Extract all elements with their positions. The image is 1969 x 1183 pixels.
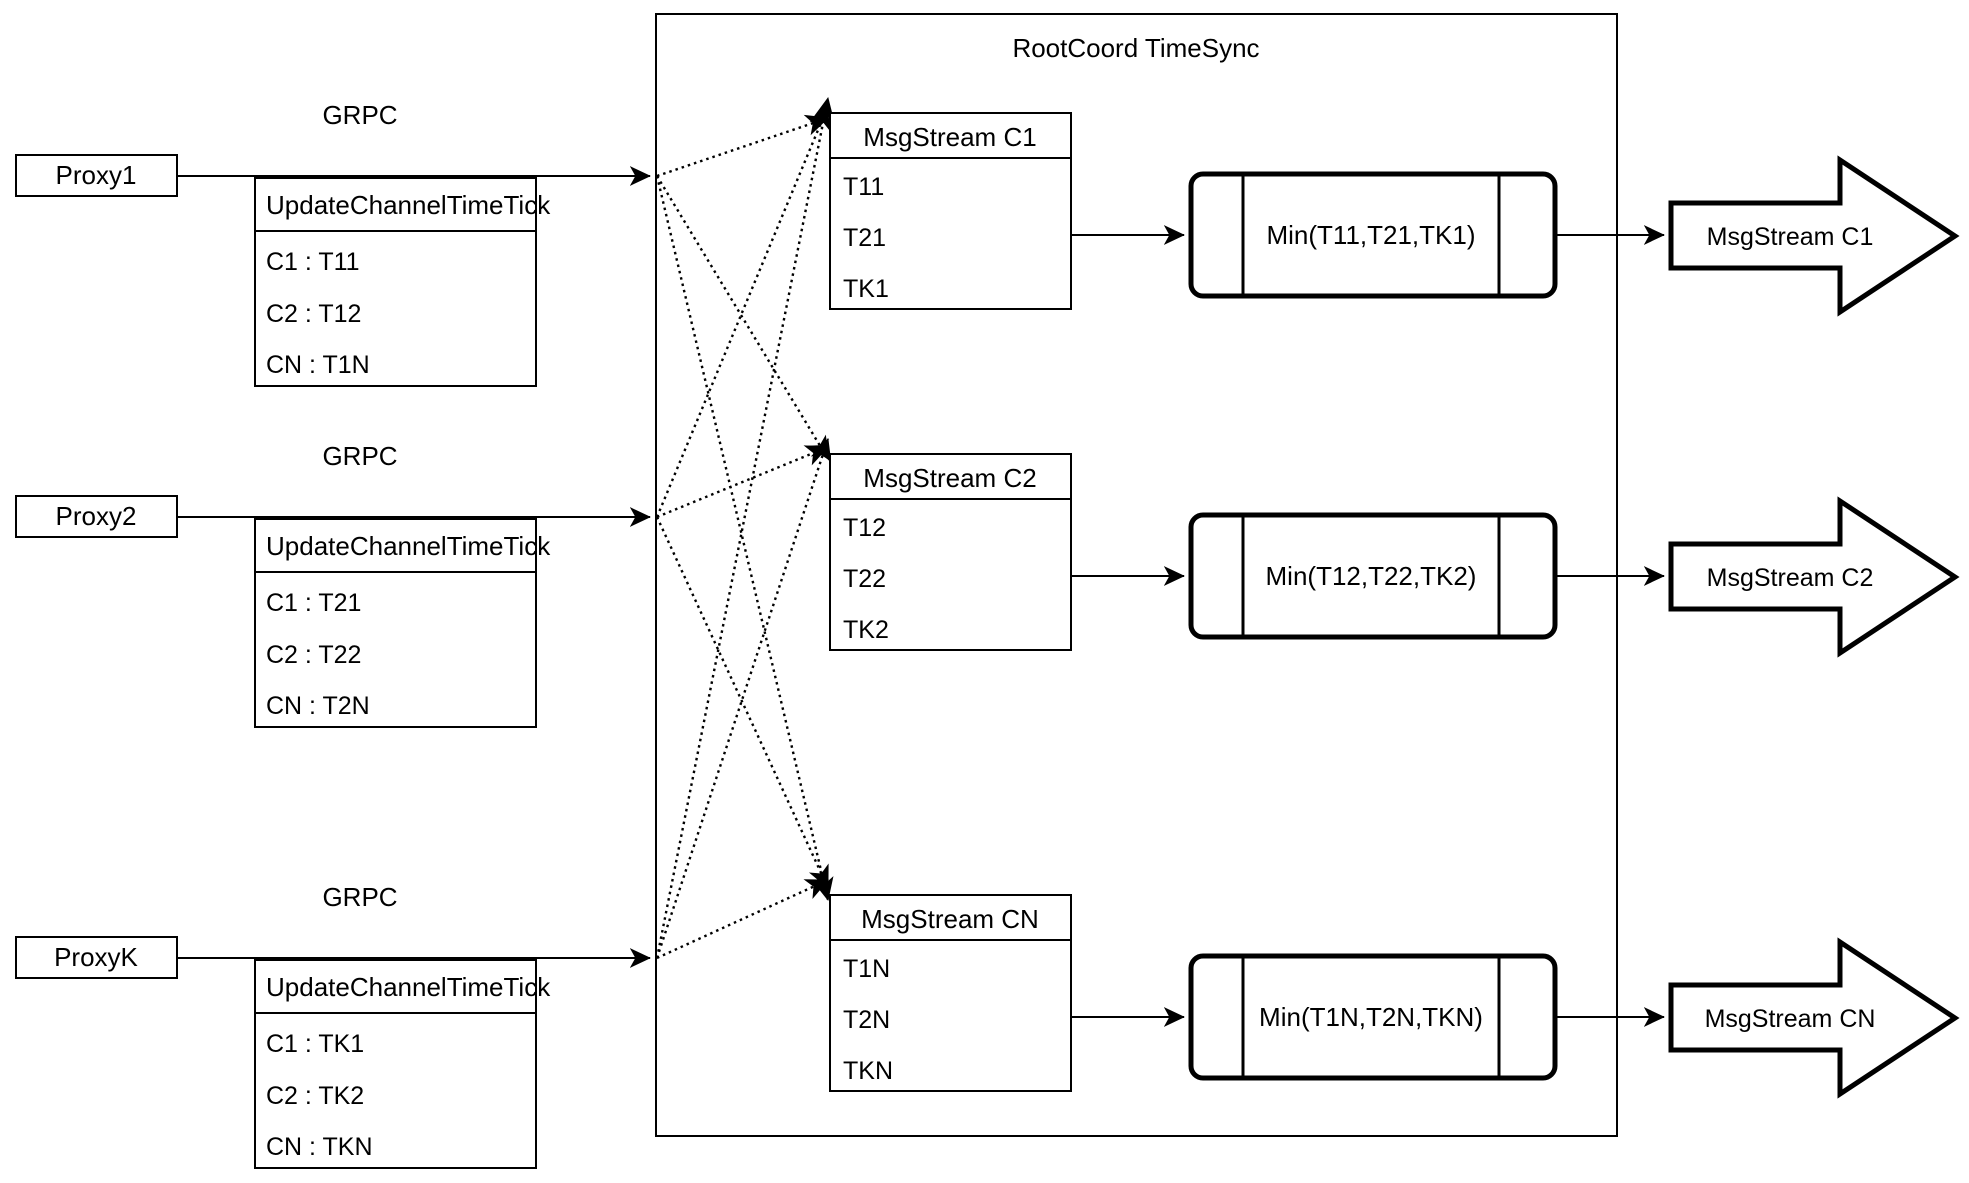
msgstream-cn-tick-0: T1N xyxy=(843,955,890,983)
proxyk-rpc-entry-0: C1 : TK1 xyxy=(266,1030,364,1058)
proxy1-rpc-entry-2: CN : T1N xyxy=(266,351,370,379)
output-arrow-c1-label: MsgStream C1 xyxy=(1707,223,1874,251)
mesh-pk-cn xyxy=(656,878,829,960)
proxy1-rpc-entry-0: C1 : T11 xyxy=(266,248,360,276)
mesh-p2-c2 xyxy=(656,445,829,519)
proxy2-rpc-box xyxy=(254,518,537,728)
min-cn-label: Min(T1N,T2N,TKN) xyxy=(1259,1002,1483,1032)
rootcoord-title: RootCoord TimeSync xyxy=(1012,33,1259,63)
output-arrow-cn xyxy=(1668,937,1960,1099)
proxy2-rpc-entry-1: C2 : T22 xyxy=(266,641,361,669)
min-c2-label: Min(T12,T22,TK2) xyxy=(1266,561,1477,591)
proxy1-rpc-title: UpdateChannelTimeTick xyxy=(266,190,551,220)
mesh-pk-c1 xyxy=(655,97,835,959)
msgstream-c1-tick-0: T11 xyxy=(843,173,884,201)
msgstream-c2-tick-2: TK2 xyxy=(843,616,889,644)
proxyk-rpc-title: UpdateChannelTimeTick xyxy=(266,972,551,1002)
msgstream-c2-tick-1: T22 xyxy=(843,565,886,593)
mesh-p2-cn xyxy=(655,516,830,889)
channel-row-1: MsgStream C1 T11 T21 TK1 Min(T11,T21,TK1… xyxy=(829,112,1960,317)
channel-row-2: MsgStream C2 T12 T22 TK2 Min(T12,T22,TK2… xyxy=(829,453,1960,658)
msgstream-c1-box xyxy=(829,112,1072,310)
msgstream-c1-title: MsgStream C1 xyxy=(863,122,1036,152)
proxy2-rpc-entry-2: CN : T2N xyxy=(266,692,370,720)
proxy-row-2: Proxy2 GRPC UpdateChannelTimeTick C1 : T… xyxy=(15,441,651,728)
proxy2-box[interactable] xyxy=(15,495,178,538)
proxy2-grpc-label: GRPC xyxy=(322,441,397,471)
output-arrow-c2 xyxy=(1668,496,1960,658)
msgstream-c2-tick-0: T12 xyxy=(843,514,886,542)
proxyk-label: ProxyK xyxy=(54,942,138,972)
msgstream-cn-tick-2: TKN xyxy=(843,1057,893,1085)
proxy-row-3: ProxyK GRPC UpdateChannelTimeTick C1 : T… xyxy=(15,882,651,1169)
proxy2-rpc-title: UpdateChannelTimeTick xyxy=(266,531,551,561)
proxy1-rpc-box xyxy=(254,177,537,387)
proxyk-rpc-entry-1: C2 : TK2 xyxy=(266,1082,364,1110)
mesh-p1-c2 xyxy=(655,175,830,460)
proxy1-box[interactable] xyxy=(15,154,178,197)
msgstream-c1-tick-2: TK1 xyxy=(843,275,889,303)
proxyk-rpc-box xyxy=(254,959,537,1169)
output-arrow-c2-label: MsgStream C2 xyxy=(1707,564,1874,592)
proxy-row-1: Proxy1 GRPC UpdateChannelTimeTick C1 : T… xyxy=(15,100,651,387)
proxy1-rpc-entry-1: C2 : T12 xyxy=(266,300,361,328)
channel-row-n: MsgStream CN T1N T2N TKN Min(T1N,T2N,TKN… xyxy=(829,894,1960,1099)
output-arrow-c1 xyxy=(1668,155,1960,317)
msgstream-c1-tick-1: T21 xyxy=(843,224,886,252)
msgstream-c2-box xyxy=(829,453,1072,651)
mesh-pk-c2 xyxy=(655,438,832,959)
msgstream-cn-title: MsgStream CN xyxy=(861,904,1039,934)
proxyk-grpc-label: GRPC xyxy=(322,882,397,912)
proxy1-grpc-label: GRPC xyxy=(322,100,397,130)
proxyk-rpc-entry-2b: CN : TKN xyxy=(266,1133,373,1161)
mesh-p2-c1 xyxy=(655,105,830,518)
mesh-p1-cn xyxy=(655,175,834,901)
msgstream-cn-box xyxy=(829,894,1072,1092)
msgstream-cn-tick-1: T2N xyxy=(843,1006,890,1034)
output-arrow-cn-label: MsgStream CN xyxy=(1705,1005,1876,1033)
mesh-p1-c1 xyxy=(656,114,829,178)
proxy2-label: Proxy2 xyxy=(56,501,137,531)
proxy1-label: Proxy1 xyxy=(56,160,137,190)
msgstream-c2-title: MsgStream C2 xyxy=(863,463,1036,493)
timetick-fanout-mesh xyxy=(655,97,835,960)
min-c1-label: Min(T11,T21,TK1) xyxy=(1266,220,1475,250)
proxy2-rpc-entry-0: C1 : T21 xyxy=(266,589,361,617)
